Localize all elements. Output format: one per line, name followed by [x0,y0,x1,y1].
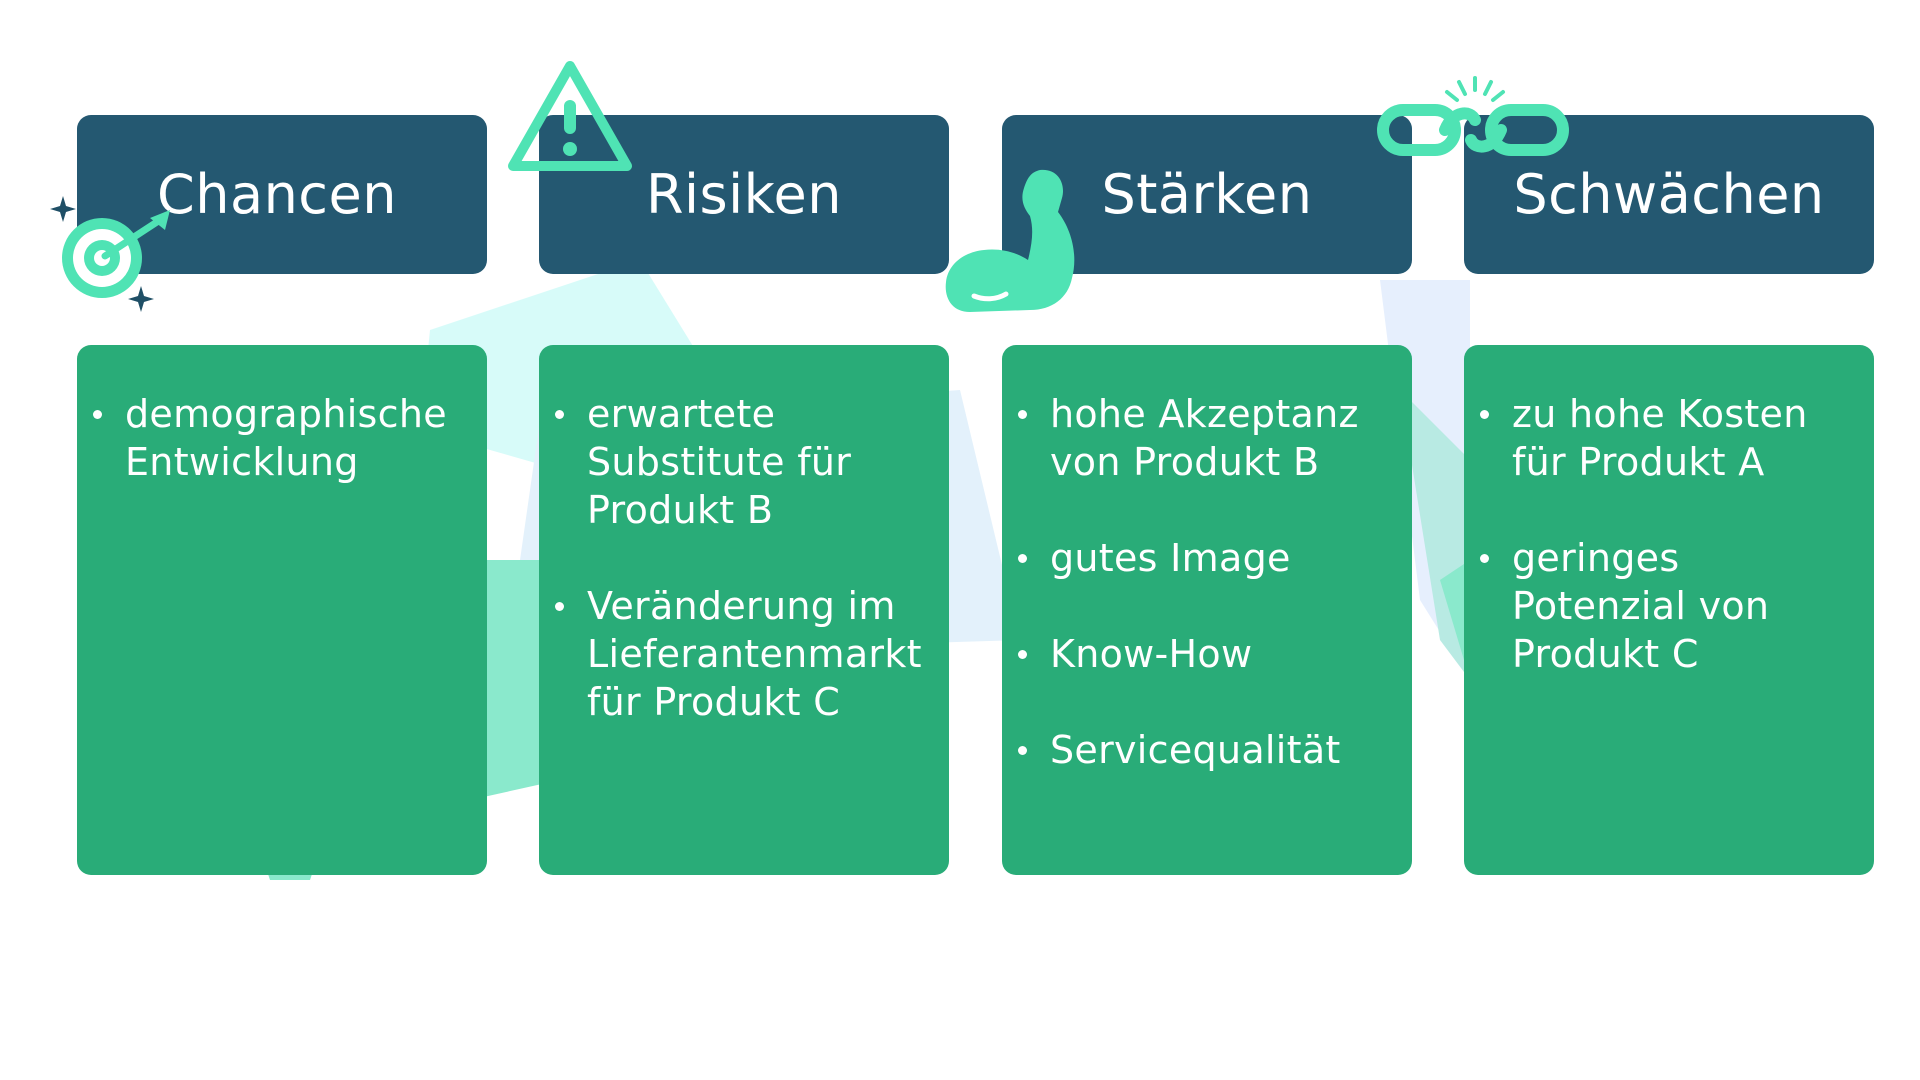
flexed-arm-icon [945,169,1075,312]
header-title: Schwächen [1513,163,1825,226]
header-weaknesses: Schwächen [1464,115,1874,274]
list-item: erwartete Substitute für Produkt B [555,390,931,534]
warning-triangle-icon [508,61,632,171]
header-title: Risiken [646,163,842,226]
bullet-list: erwartete Substitute für Produkt B Verän… [555,390,931,726]
header-opportunities: Chancen [77,115,487,274]
bullet-list: hohe Akzeptanz von Produkt B gutes Image… [1018,390,1394,774]
list-item: zu hohe Kosten für Produkt A [1480,390,1856,486]
list-item: gutes Image [1018,534,1394,582]
card-risks: erwartete Substitute für Produkt B Verän… [539,345,949,875]
broken-chain-icon [1377,76,1569,156]
list-item: demographische Entwicklung [93,390,469,486]
list-item: geringes Potenzial von Produkt C [1480,534,1856,678]
card-weaknesses: zu hohe Kosten für Produkt A geringes Po… [1464,345,1874,875]
header-title: Stärken [1101,163,1313,226]
card-opportunities: demographische Entwicklung [77,345,487,875]
list-item: Servicequalität [1018,726,1394,774]
list-item: hohe Akzeptanz von Produkt B [1018,390,1394,486]
list-item: Veränderung im Lieferantenmarkt für Prod… [555,582,931,726]
bullet-list: zu hohe Kosten für Produkt A geringes Po… [1480,390,1856,678]
bullet-list: demographische Entwicklung [93,390,469,486]
list-item: Know-How [1018,630,1394,678]
header-title: Chancen [157,163,397,226]
target-arrow-icon [50,196,170,312]
card-strengths: hohe Akzeptanz von Produkt B gutes Image… [1002,345,1412,875]
